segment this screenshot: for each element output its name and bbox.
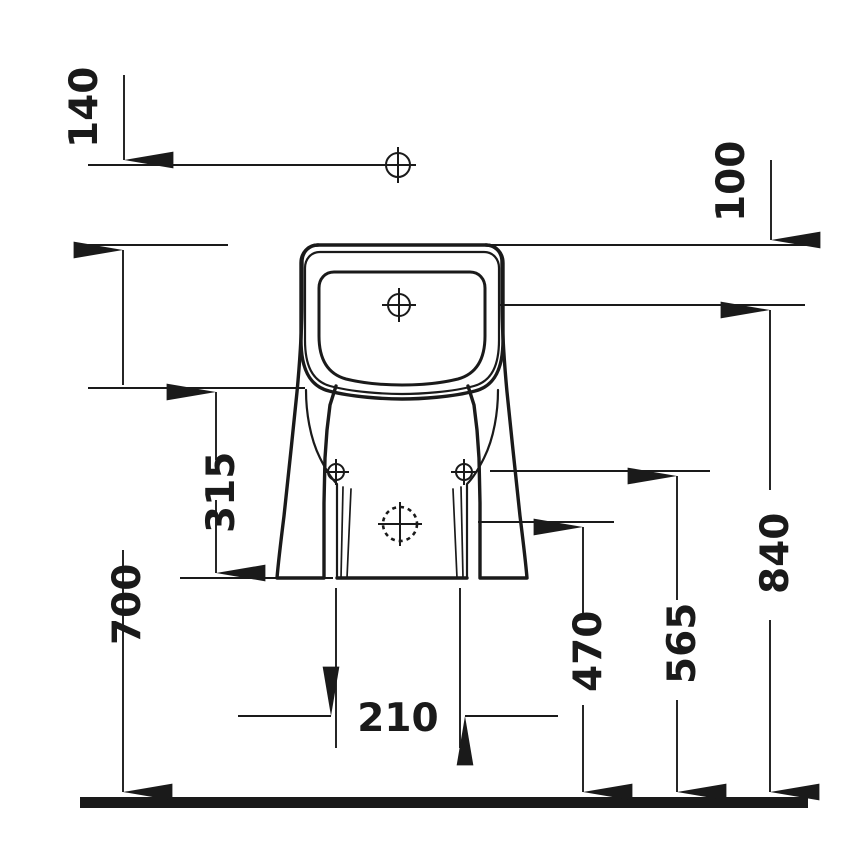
dimension-840: 840	[720, 301, 820, 801]
top-crosshair-marker	[380, 147, 416, 183]
urinal-crease-right-a	[460, 486, 464, 579]
urinal-shoulder-left	[304, 388, 339, 580]
dimension-label-100: 100	[709, 141, 754, 222]
dimension-700: 700	[73, 241, 173, 801]
dimension-label-840: 840	[753, 513, 798, 594]
urinal-crease-left-b	[346, 488, 352, 579]
dimension-label-140: 140	[62, 67, 107, 148]
urinal-rim-outer-offset	[303, 250, 501, 396]
urinal-crease-left-a	[340, 486, 344, 579]
urinal-crease-right-b	[452, 488, 458, 579]
dimension-565: 565	[627, 467, 727, 801]
dimension-label-700: 700	[105, 564, 150, 645]
dimension-label-565: 565	[660, 603, 705, 684]
dimension-470: 470	[533, 518, 633, 801]
urinal-bowl-inner	[317, 270, 487, 387]
urinal-rim-outer	[299, 243, 505, 401]
urinal-shoulder-right	[465, 388, 500, 580]
dimension-140: 140	[62, 67, 174, 169]
dimension-210: 210	[238, 666, 558, 766]
dimension-100: 100	[709, 141, 821, 249]
outlet-crosshair-marker-dashed	[378, 502, 422, 546]
urinal-product-geometry	[275, 243, 529, 580]
dimension-label-210: 210	[357, 696, 438, 741]
dimension-label-470: 470	[566, 611, 611, 692]
floor-reference-bar	[80, 797, 808, 808]
dimension-315: 315	[166, 383, 266, 582]
left-fixing-crosshair-marker	[323, 459, 349, 485]
dimension-label-315: 315	[199, 452, 244, 533]
bowl-crosshair-marker	[382, 288, 416, 322]
right-fixing-crosshair-marker	[451, 459, 477, 485]
